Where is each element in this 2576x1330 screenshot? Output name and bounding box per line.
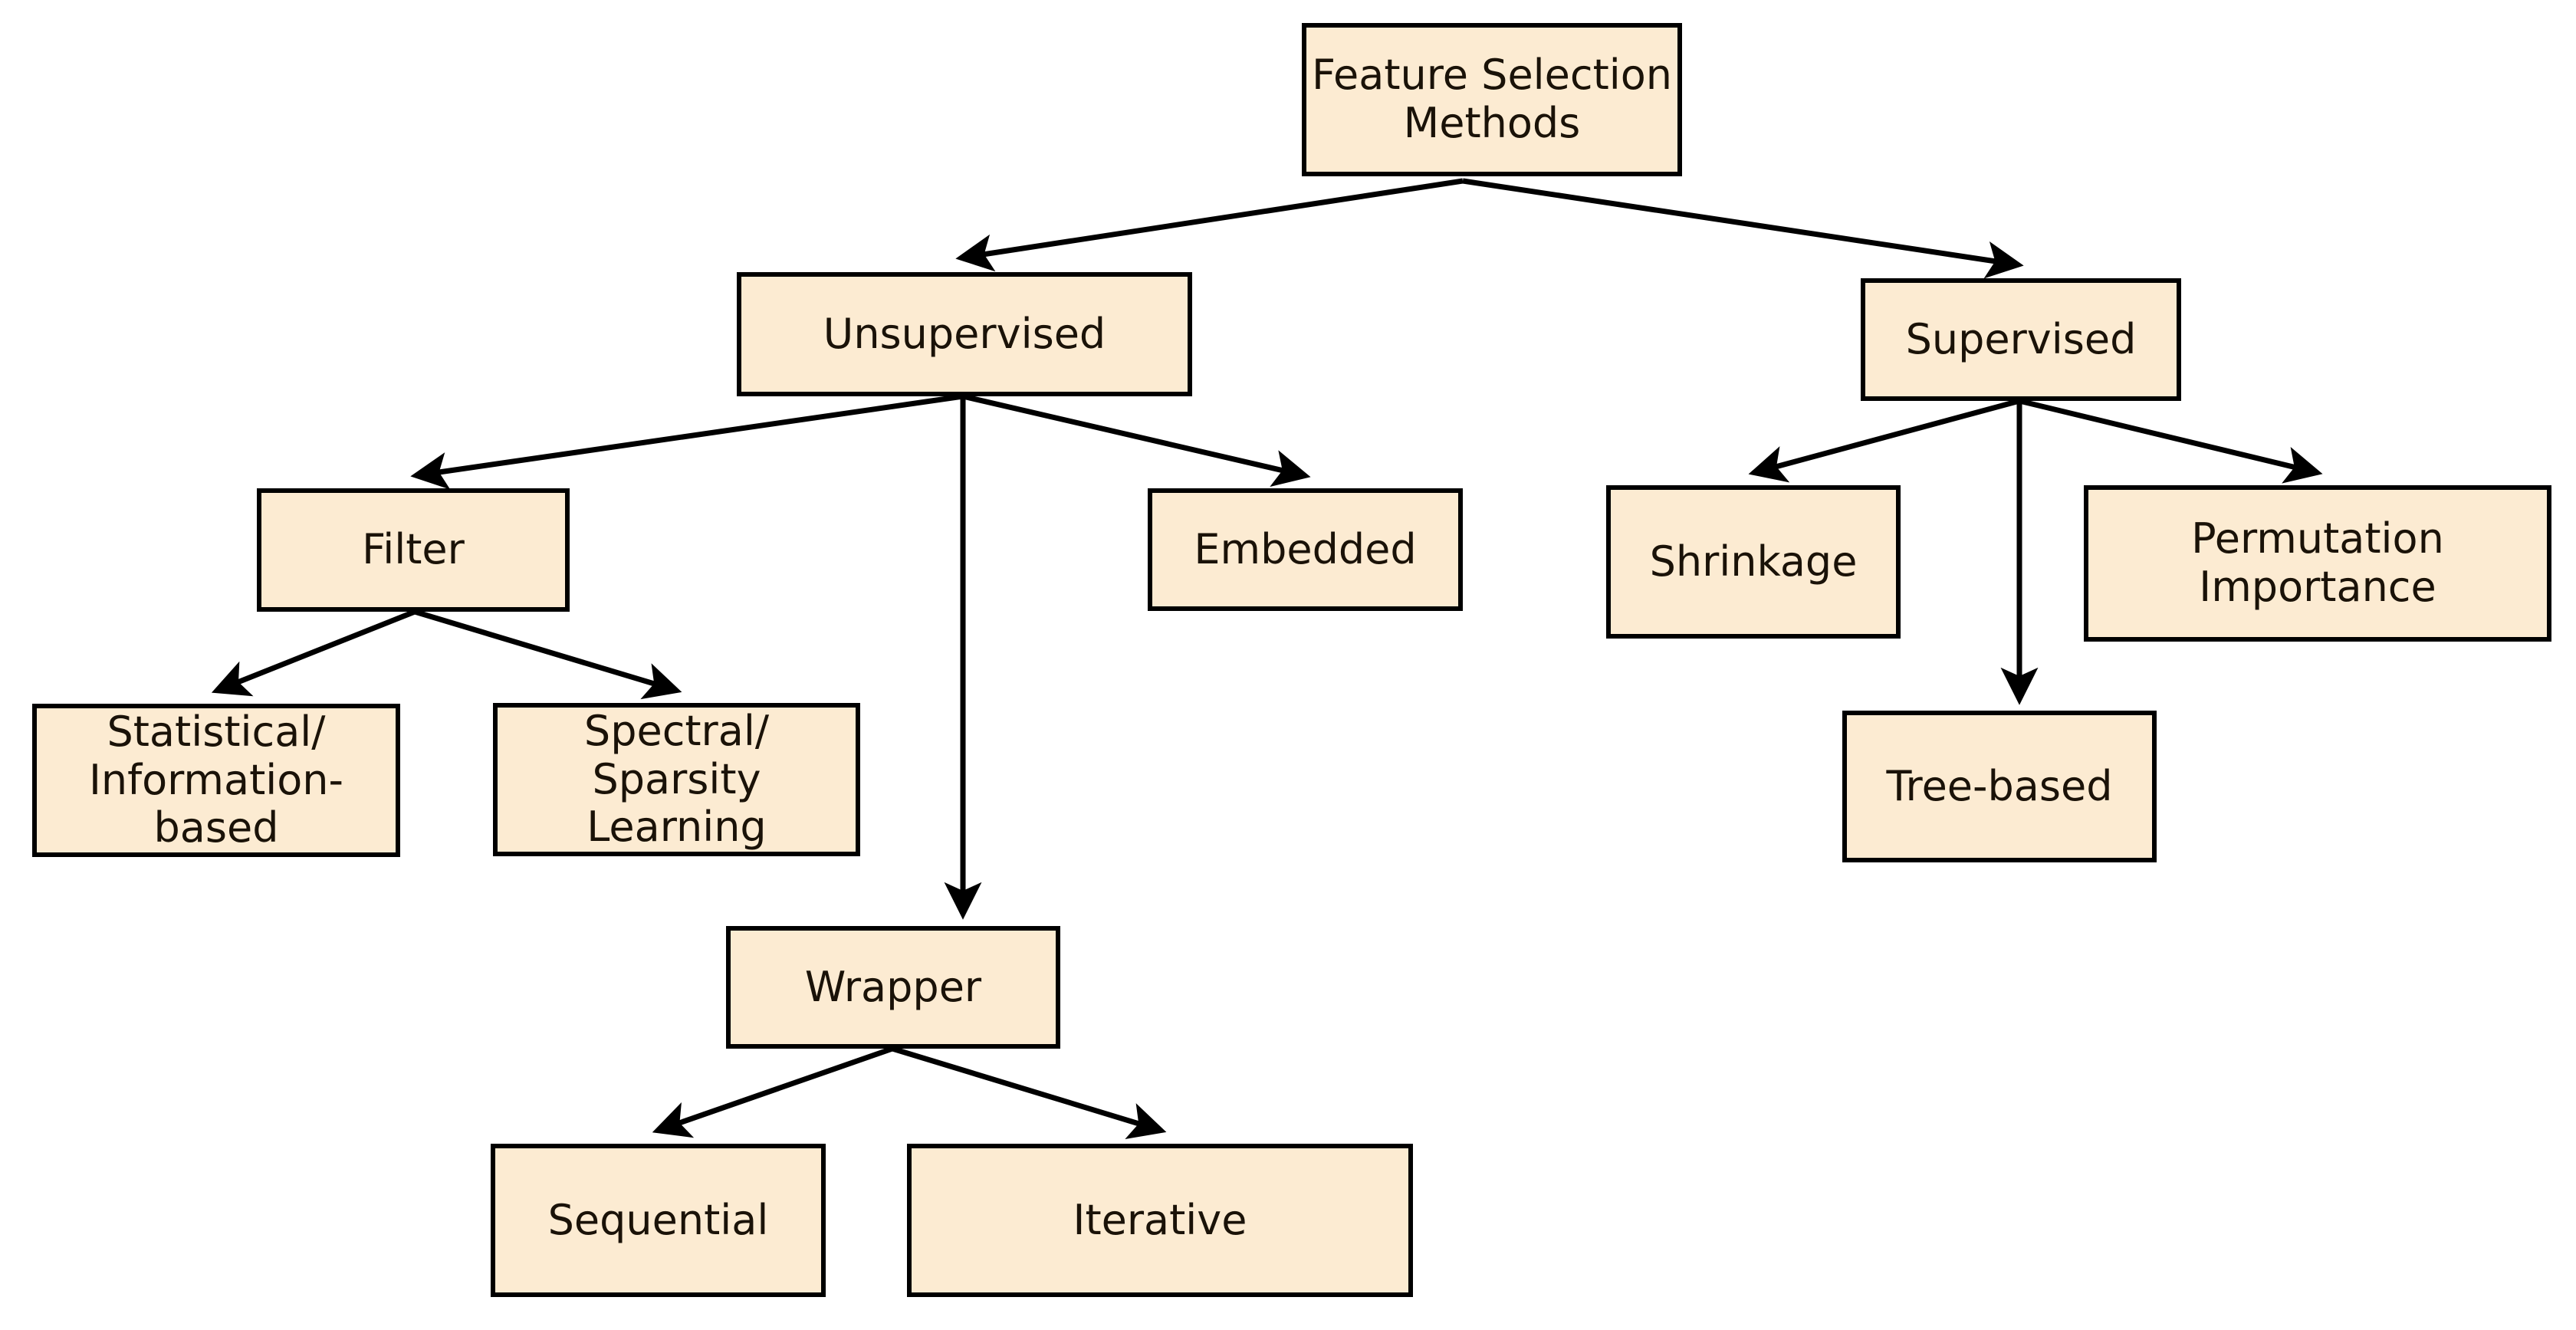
node-label: Iterative — [1073, 1195, 1247, 1244]
edge-root-to-unsupervised — [955, 178, 1464, 272]
node-label: Unsupervised — [823, 309, 1106, 358]
edge-root-to-supervised — [1462, 178, 2024, 279]
node-statistical[interactable]: Statistical/ Information-based — [32, 704, 400, 857]
node-label: Sequential — [547, 1195, 769, 1244]
node-unsupervised[interactable]: Unsupervised — [737, 272, 1192, 396]
edge-unsupervised-to-embedded — [962, 393, 1311, 488]
node-root[interactable]: Feature Selection Methods — [1302, 23, 1682, 176]
node-label: Spectral/ Sparsity Learning — [583, 707, 770, 852]
edge-supervised-to-permutation — [2019, 398, 2323, 484]
edge-unsupervised-to-filter — [410, 393, 964, 490]
node-permutation[interactable]: Permutation Importance — [2084, 485, 2551, 642]
node-spectral[interactable]: Spectral/ Sparsity Learning — [493, 703, 860, 856]
node-label: Statistical/ Information-based — [88, 708, 344, 852]
node-label: Supervised — [1905, 314, 2137, 363]
node-label: Wrapper — [804, 962, 982, 1011]
node-embedded[interactable]: Embedded — [1148, 488, 1463, 611]
node-wrapper[interactable]: Wrapper — [726, 926, 1060, 1049]
edge-filter-to-spectral — [413, 609, 682, 700]
node-shrinkage[interactable]: Shrinkage — [1606, 485, 1901, 639]
edge-filter-to-statistical — [211, 609, 416, 697]
node-label: Permutation Importance — [2191, 514, 2444, 611]
edge-wrapper-to-sequential — [652, 1046, 894, 1138]
node-label: Filter — [362, 525, 465, 574]
node-label: Tree-based — [1886, 761, 2113, 810]
node-sequential[interactable]: Sequential — [491, 1144, 826, 1297]
node-label: Feature Selection Methods — [1311, 51, 1673, 147]
node-filter[interactable]: Filter — [257, 488, 570, 612]
edge-wrapper-to-iterative — [891, 1046, 1167, 1140]
node-label: Embedded — [1194, 524, 1417, 573]
edge-supervised-to-shrinkage — [1748, 398, 2020, 483]
node-iterative[interactable]: Iterative — [907, 1144, 1413, 1297]
node-supervised[interactable]: Supervised — [1861, 278, 2181, 401]
node-treebased[interactable]: Tree-based — [1842, 711, 2157, 862]
node-label: Shrinkage — [1649, 537, 1858, 586]
